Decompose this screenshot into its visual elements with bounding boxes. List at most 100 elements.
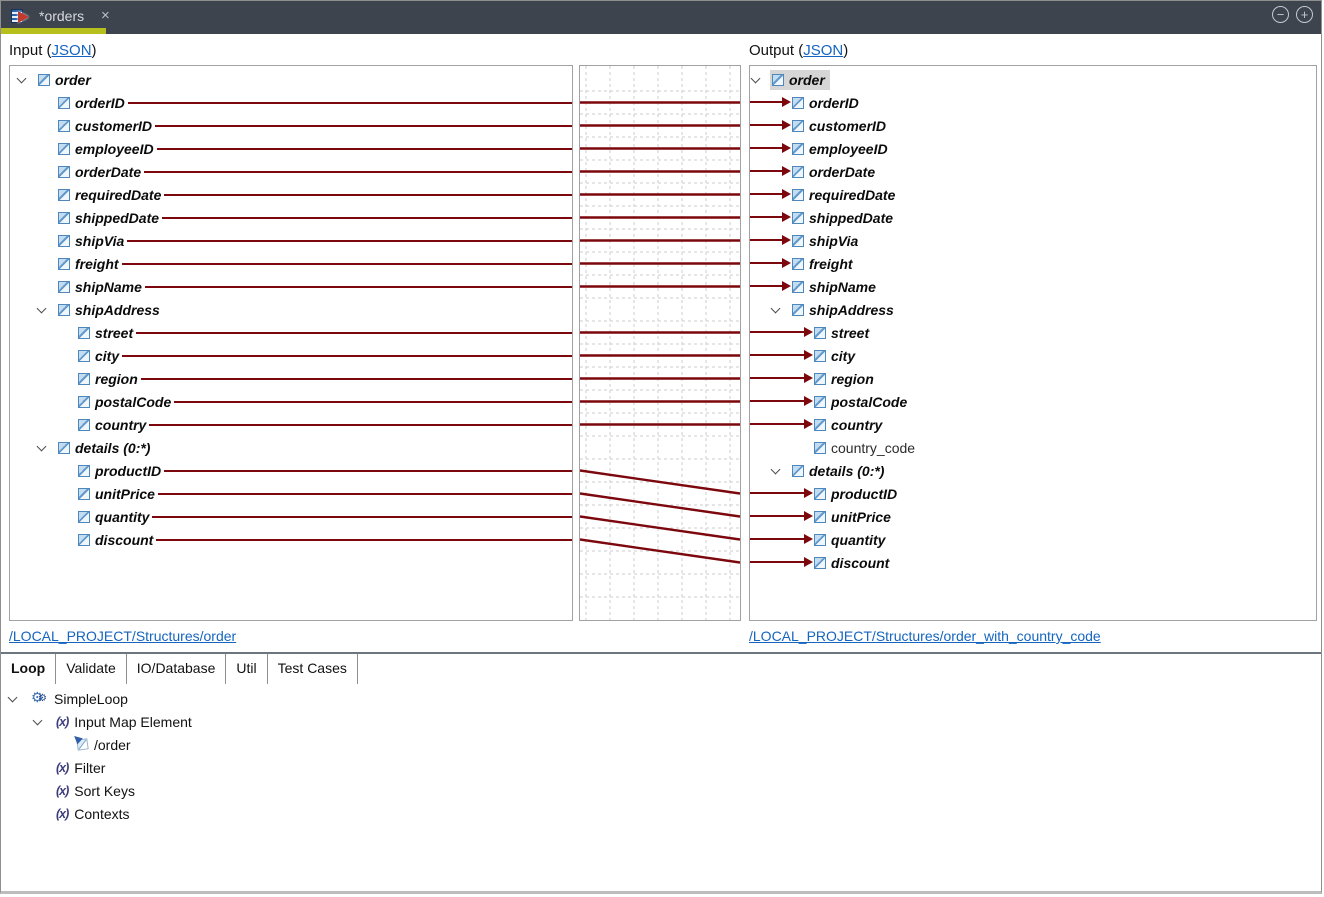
output-node-requireddate[interactable]: requiredDate — [750, 183, 1316, 206]
chevron-down-icon[interactable] — [770, 464, 781, 475]
mapping-line[interactable] — [750, 515, 804, 517]
output-node-freight[interactable]: freight — [750, 252, 1316, 275]
input-node-orderid[interactable]: orderID — [10, 91, 572, 114]
input-node-freight[interactable]: freight — [10, 252, 572, 275]
input-node-orderdate[interactable]: orderDate — [10, 160, 572, 183]
mapping-line[interactable] — [750, 561, 804, 563]
loop-tree-node-simpleloop[interactable]: ⚙⚙SimpleLoop — [1, 687, 1321, 710]
input-node-customerid[interactable]: customerID — [10, 114, 572, 137]
output-node-unitprice[interactable]: unitPrice — [750, 505, 1316, 528]
output-node-quantity[interactable]: quantity — [750, 528, 1316, 551]
output-node-order[interactable]: order — [750, 68, 1316, 91]
output-node-street[interactable]: street — [750, 321, 1316, 344]
output-node-country-code[interactable]: country_code — [750, 436, 1316, 459]
mapping-line[interactable] — [144, 285, 572, 288]
input-node-quantity[interactable]: quantity — [10, 505, 572, 528]
mapping-line[interactable] — [750, 124, 782, 126]
output-node-shippeddate[interactable]: shippedDate — [750, 206, 1316, 229]
chevron-down-icon[interactable] — [36, 441, 47, 452]
mapping-line[interactable] — [127, 101, 572, 104]
mapping-line[interactable] — [140, 377, 572, 380]
loop-tree-node-sort-keys[interactable]: (x)Sort Keys — [1, 779, 1321, 802]
expand-icon[interactable]: + — [1296, 6, 1313, 23]
tab-io-database[interactable]: IO/Database — [127, 654, 227, 684]
mapping-line[interactable] — [152, 515, 572, 518]
input-node-region[interactable]: region — [10, 367, 572, 390]
chevron-down-icon[interactable] — [32, 715, 43, 726]
output-structure-link[interactable]: /LOCAL_PROJECT/Structures/order_with_cou… — [749, 628, 1101, 644]
input-node-shipname[interactable]: shipName — [10, 275, 572, 298]
mapping-line[interactable] — [750, 216, 782, 218]
mapping-line[interactable] — [750, 193, 782, 195]
input-json-link[interactable]: JSON — [51, 42, 92, 59]
input-node-shippeddate[interactable]: shippedDate — [10, 206, 572, 229]
mapping-line[interactable] — [750, 331, 804, 333]
loop-tree-node-input-map-element[interactable]: (x)Input Map Element — [1, 710, 1321, 733]
mapping-line[interactable] — [750, 377, 804, 379]
mapping-line[interactable] — [149, 423, 572, 426]
mapping-line[interactable] — [750, 101, 782, 103]
mapping-line[interactable] — [580, 515, 740, 541]
loop-tree-node-contexts[interactable]: (x)Contexts — [1, 802, 1321, 825]
mapping-line[interactable] — [750, 147, 782, 149]
mapping-line[interactable] — [580, 538, 740, 564]
loop-tree-node-order[interactable]: /order — [1, 733, 1321, 756]
chevron-down-icon[interactable] — [750, 73, 761, 84]
tab-util[interactable]: Util — [226, 654, 268, 684]
input-node-city[interactable]: city — [10, 344, 572, 367]
chevron-down-icon[interactable] — [770, 303, 781, 314]
mapping-line[interactable] — [750, 354, 804, 356]
close-icon[interactable]: × — [101, 7, 110, 24]
mapping-line[interactable] — [750, 492, 804, 494]
input-node-country[interactable]: country — [10, 413, 572, 436]
mapping-line[interactable] — [750, 170, 782, 172]
mapping-line[interactable] — [750, 400, 804, 402]
input-node-order[interactable]: order — [10, 68, 572, 91]
input-node-unitprice[interactable]: unitPrice — [10, 482, 572, 505]
mapping-line[interactable] — [174, 400, 572, 403]
output-node-productid[interactable]: productID — [750, 482, 1316, 505]
mapping-line[interactable] — [136, 331, 572, 334]
tab-test-cases[interactable]: Test Cases — [268, 654, 358, 684]
loop-tree-node-filter[interactable]: (x)Filter — [1, 756, 1321, 779]
mapping-line[interactable] — [127, 239, 572, 242]
mapping-line[interactable] — [164, 469, 572, 472]
tab-validate[interactable]: Validate — [56, 654, 127, 684]
output-node-city[interactable]: city — [750, 344, 1316, 367]
mapping-line[interactable] — [580, 469, 740, 495]
output-node-employeeid[interactable]: employeeID — [750, 137, 1316, 160]
output-json-link[interactable]: JSON — [803, 42, 844, 59]
mapping-line[interactable] — [162, 216, 572, 219]
mapping-line[interactable] — [122, 354, 572, 357]
mapping-line[interactable] — [750, 538, 804, 540]
mapping-line[interactable] — [156, 147, 572, 150]
chevron-down-icon[interactable] — [36, 303, 47, 314]
tab-loop[interactable]: Loop — [1, 654, 57, 684]
output-node-country[interactable]: country — [750, 413, 1316, 436]
input-node-employeeid[interactable]: employeeID — [10, 137, 572, 160]
input-structure-link[interactable]: /LOCAL_PROJECT/Structures/order — [9, 628, 237, 644]
mapping-line[interactable] — [164, 193, 572, 196]
output-node-orderid[interactable]: orderID — [750, 91, 1316, 114]
input-node-shipvia[interactable]: shipVia — [10, 229, 572, 252]
mapping-line[interactable] — [750, 423, 804, 425]
input-node-discount[interactable]: discount — [10, 528, 572, 551]
output-node-orderdate[interactable]: orderDate — [750, 160, 1316, 183]
mapping-line[interactable] — [157, 492, 572, 495]
input-node-shipaddress[interactable]: shipAddress — [10, 298, 572, 321]
mapping-line[interactable] — [750, 239, 782, 241]
mapping-line[interactable] — [155, 124, 572, 127]
tab-orders[interactable]: *orders — [39, 8, 85, 24]
mapping-line[interactable] — [121, 262, 572, 265]
input-node-postalcode[interactable]: postalCode — [10, 390, 572, 413]
output-node-shipaddress[interactable]: shipAddress — [750, 298, 1316, 321]
mapping-line[interactable] — [750, 285, 782, 287]
output-node-customerid[interactable]: customerID — [750, 114, 1316, 137]
mapping-line[interactable] — [750, 262, 782, 264]
chevron-down-icon[interactable] — [16, 73, 27, 84]
section-divider[interactable] — [1, 652, 1321, 654]
output-node-region[interactable]: region — [750, 367, 1316, 390]
mapping-line[interactable] — [156, 538, 572, 541]
output-node-shipname[interactable]: shipName — [750, 275, 1316, 298]
chevron-down-icon[interactable] — [7, 692, 18, 703]
